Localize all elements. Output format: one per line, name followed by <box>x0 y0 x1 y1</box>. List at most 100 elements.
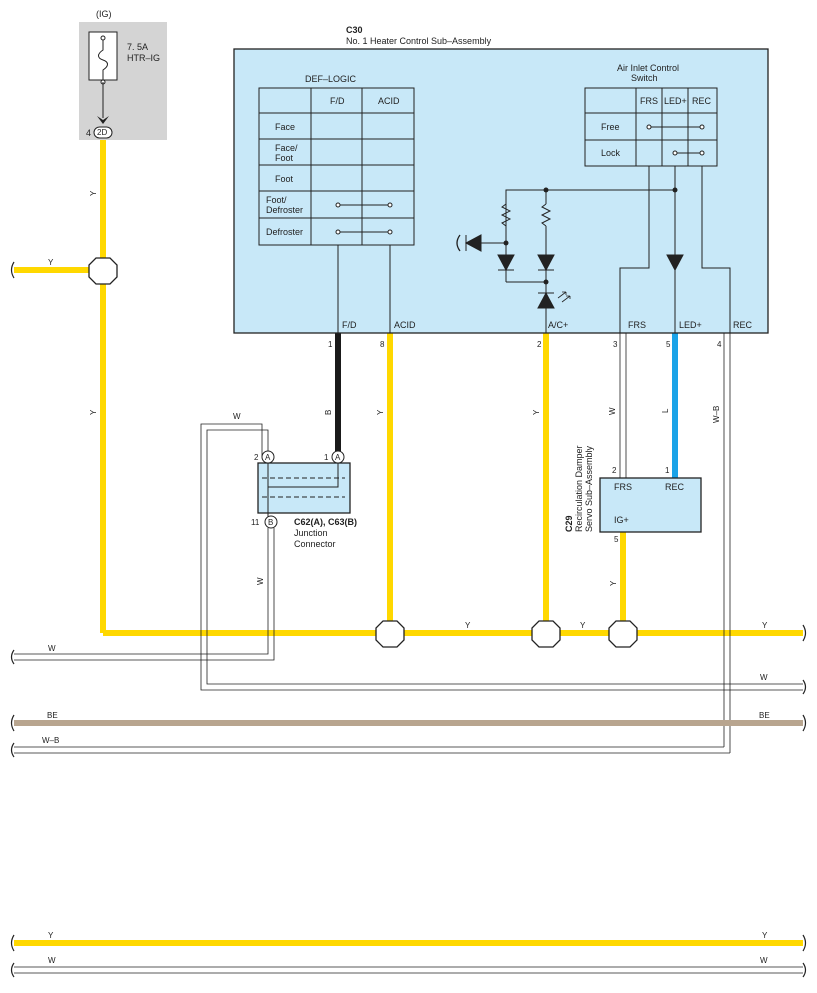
servo-name-2: Servo Sub–Assembly <box>584 445 594 532</box>
fuse-connector-badge <box>93 126 113 139</box>
fuse-icon <box>98 40 108 80</box>
pin-ac: 2 <box>537 340 542 349</box>
def-logic-row-foot-defroster-2: Defroster <box>266 205 303 215</box>
splice-ac <box>531 620 561 648</box>
pin-fd: 1 <box>328 340 333 349</box>
wires <box>14 140 803 974</box>
break-left-723 <box>10 714 15 732</box>
servo-body <box>599 477 702 533</box>
servo-rec: REC <box>665 482 685 492</box>
break-left-750 <box>10 742 15 758</box>
term-frs: FRS <box>628 320 646 330</box>
wire-break-marks <box>10 261 807 978</box>
air-inlet-title-1: Air Inlet Control <box>617 63 679 73</box>
label-l-led: L <box>661 408 670 413</box>
junction-pin-2: 2 <box>254 453 259 462</box>
splice-servo <box>608 620 638 648</box>
break-right-970 <box>802 962 807 978</box>
break-right-633 <box>802 624 807 642</box>
pin-frs: 3 <box>613 340 618 349</box>
label-y-2: Y <box>89 409 98 415</box>
label-y-lower-right: Y <box>762 931 768 940</box>
junction-name-2: Connector <box>294 539 336 549</box>
def-logic-row-face-foot-1: Face/ <box>275 143 298 153</box>
label-y-ac: Y <box>532 409 541 415</box>
label-y-bus-3: Y <box>762 621 768 630</box>
connector-b-11-letter: B <box>268 518 273 527</box>
pin-acid: 8 <box>380 340 385 349</box>
junction-dot-2 <box>672 187 678 193</box>
led-diode-frs-icon <box>666 254 684 272</box>
connector-a-1-letter: A <box>335 453 341 462</box>
servo-ig: IG+ <box>614 515 629 525</box>
connector-a-1 <box>331 450 345 464</box>
junction-connector: A A B 2 1 11 C62(A), C63(B) Junction Con… <box>251 450 357 549</box>
pin-rec: 4 <box>717 340 722 349</box>
term-ac: A/C+ <box>548 320 568 330</box>
junction-dot-3 <box>503 240 509 246</box>
label-w-lower-right: W <box>760 956 768 965</box>
diode-icon-2 <box>537 254 555 272</box>
fuse-name: HTR–IG <box>127 53 160 63</box>
junction-internal <box>267 463 339 488</box>
air-inlet-contacts <box>646 124 705 156</box>
diode-icon-1 <box>497 254 515 272</box>
junction-pin-11: 11 <box>251 518 260 527</box>
junction-pin-1: 1 <box>324 453 329 462</box>
break-left-270 <box>10 261 15 279</box>
label-w-lower-left: W <box>48 956 56 965</box>
pin-led: 5 <box>666 340 671 349</box>
label-be-right: BE <box>759 711 770 720</box>
fuse-connector-label: 2D <box>97 128 107 137</box>
def-logic-row-foot: Foot <box>275 174 294 184</box>
splice-acid <box>375 620 405 648</box>
junction-body <box>257 462 351 514</box>
label-y-lower-left: Y <box>48 931 54 940</box>
def-logic-row-defroster: Defroster <box>266 227 303 237</box>
label-w-loop: W <box>233 412 241 421</box>
term-rec: REC <box>733 320 753 330</box>
wire-w-loop-outer <box>200 423 803 691</box>
junction-dot-4 <box>543 279 549 285</box>
splice-left-vertical <box>88 257 118 285</box>
splices <box>88 257 638 648</box>
junction-name-1: Junction <box>294 528 328 538</box>
label-wb-rec: W–B <box>712 406 721 423</box>
label-w-junction: W <box>256 577 265 585</box>
connector-a-2-letter: A <box>265 453 271 462</box>
break-right-687 <box>802 679 807 695</box>
label-w-left: W <box>48 644 56 653</box>
fuse-box: (IG) 7. 5A HTR–IG 4 2D <box>79 9 167 140</box>
air-inlet-col-frs: FRS <box>640 96 658 106</box>
label-y-servo: Y <box>609 580 618 586</box>
label-w-frs: W <box>608 407 617 415</box>
junction-code: C62(A), C63(B) <box>294 517 357 527</box>
break-right-943 <box>802 934 807 952</box>
indicator-lamp-icon <box>456 234 461 252</box>
def-logic-row-foot-defroster-1: Foot/ <box>266 195 287 205</box>
label-y-bus-1: Y <box>465 621 471 630</box>
label-y-left: Y <box>48 258 54 267</box>
term-led: LED+ <box>679 320 702 330</box>
break-left-943 <box>10 934 15 952</box>
junction-dot-1 <box>543 187 549 193</box>
wire-w-junction-down-a <box>14 528 269 655</box>
c30-code: C30 <box>346 25 363 35</box>
internal-circuit <box>481 166 731 333</box>
wire-labels: Y Y Y B Y Y W L W–B W W Y Y Y Y W W BE B… <box>42 190 770 965</box>
break-right-723 <box>802 714 807 732</box>
connector-b-11 <box>264 515 278 529</box>
servo-pin-ig: 5 <box>614 535 619 544</box>
air-inlet-title-2: Switch <box>631 73 658 83</box>
servo-code: C29 <box>564 515 574 532</box>
def-logic-col-fd: F/D <box>330 96 345 106</box>
label-w-right: W <box>760 673 768 682</box>
servo-assembly: FRS REC IG+ 2 1 5 C29 Recirculation Damp… <box>564 445 702 544</box>
connector-a-2 <box>261 450 275 464</box>
air-inlet-row-free: Free <box>601 122 620 132</box>
term-acid: ACID <box>394 320 416 330</box>
fuse-pin: 4 <box>86 128 91 138</box>
fuse-rating: 7. 5A <box>127 42 148 52</box>
air-inlet-col-led: LED+ <box>664 96 687 106</box>
